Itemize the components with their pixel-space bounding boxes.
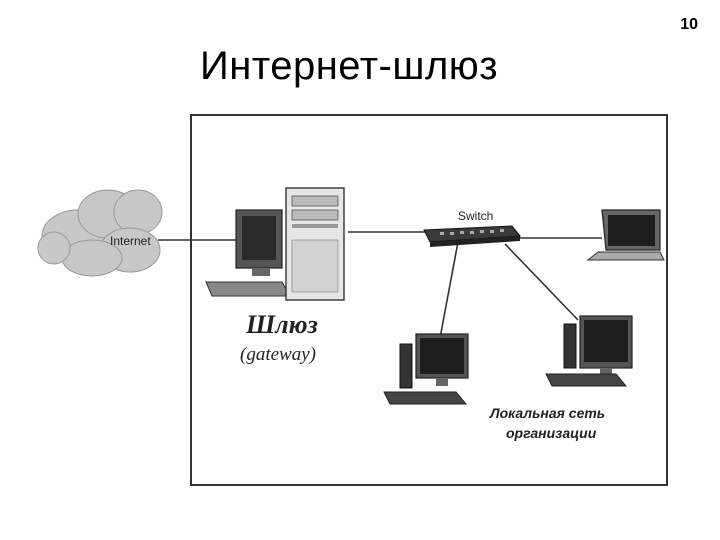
lan-label-line-1: Локальная сеть xyxy=(489,405,605,421)
page-number: 10 xyxy=(680,16,698,33)
switch-to-pc2-line xyxy=(504,243,579,321)
internet-label: Internet xyxy=(110,234,151,248)
gateway-title: Шлюз xyxy=(245,310,318,339)
switch-icon xyxy=(423,225,521,247)
figure-frame xyxy=(190,114,668,486)
lan-computer-1-icon xyxy=(383,333,469,405)
internet-cloud xyxy=(37,189,163,277)
gateway-subtitle: (gateway) xyxy=(240,344,316,365)
switch-label: Switch xyxy=(458,209,493,223)
lan-label-line-2: организации xyxy=(506,425,597,441)
slide-title: Интернет-шлюз xyxy=(200,44,499,88)
laptop-icon xyxy=(586,209,665,261)
gateway-computer-icon xyxy=(205,187,345,301)
lan-computer-2-icon xyxy=(545,315,633,387)
connection-lines xyxy=(158,231,602,339)
switch-to-pc1-line xyxy=(439,241,459,339)
